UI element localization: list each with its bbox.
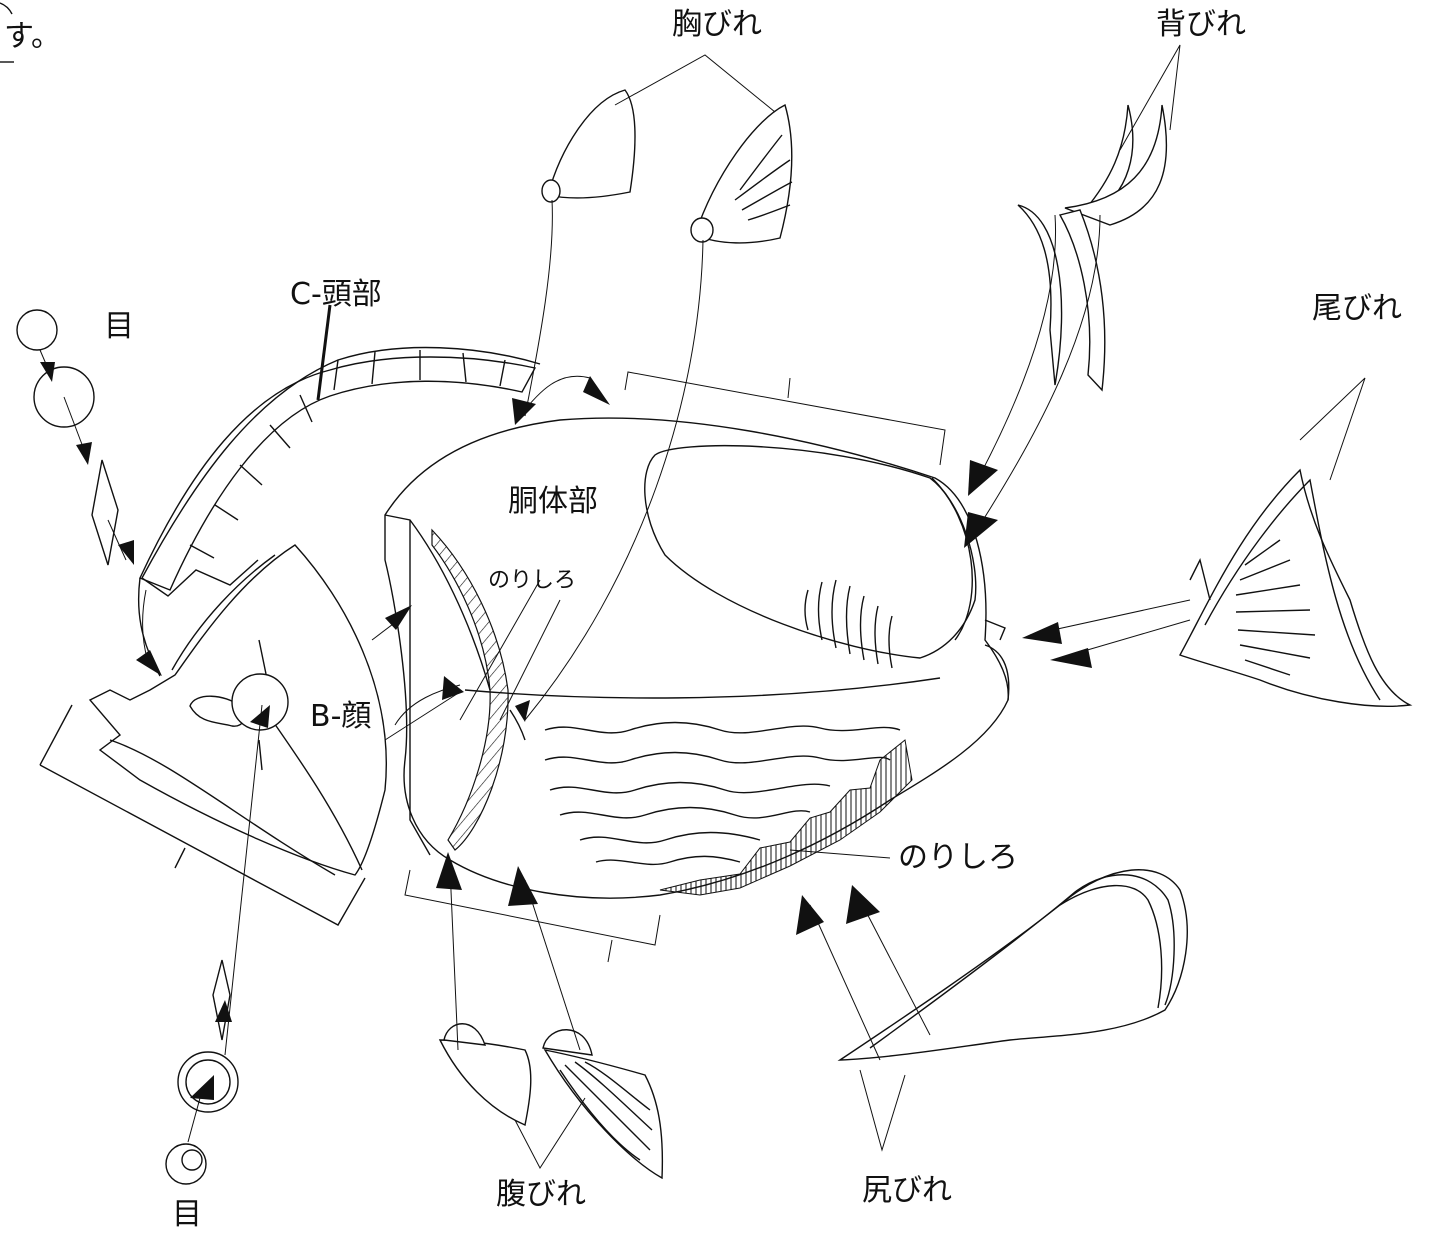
label-dorsal-fin: 背びれ [1156, 7, 1246, 42]
eye-pieces-bottom [165, 959, 239, 1185]
pectoral-fins-drawing [541, 54, 793, 244]
label-glue-tab-top: のりしろ [488, 568, 577, 593]
leader-lines [316, 304, 891, 859]
label-glue-tab-bottom: のりしろ [898, 840, 1018, 875]
label-tail-fin: 尾びれ [1312, 291, 1402, 326]
corner-text: す。 [4, 19, 61, 54]
ventral-fins-drawing [438, 1023, 664, 1180]
tail-fin-drawing [1178, 377, 1413, 707]
label-eye-top: 目 [104, 309, 134, 344]
label-face: B-顔 [310, 699, 372, 734]
corner-fragment [0, 2, 14, 63]
label-head: C-頭部 [290, 277, 382, 312]
face-part [39, 544, 387, 926]
body-part [384, 417, 1009, 899]
label-pectoral-fin: 胸びれ [672, 7, 762, 42]
tail-connectors [984, 619, 1010, 701]
body-brackets [404, 371, 946, 963]
arrowheads [40, 362, 1092, 1100]
label-ventral-fin: 腹びれ [496, 1177, 586, 1212]
scale-waves [544, 721, 901, 866]
label-body: 胴体部 [508, 484, 598, 519]
anal-fin-drawing [837, 869, 1188, 1152]
label-eye-bottom: 目 [172, 1197, 202, 1232]
eye-pieces-top [16, 309, 119, 566]
label-anal-fin: 尻びれ [862, 1173, 952, 1208]
gill-slits [804, 579, 893, 669]
dorsal-fins-drawing [1017, 44, 1181, 392]
